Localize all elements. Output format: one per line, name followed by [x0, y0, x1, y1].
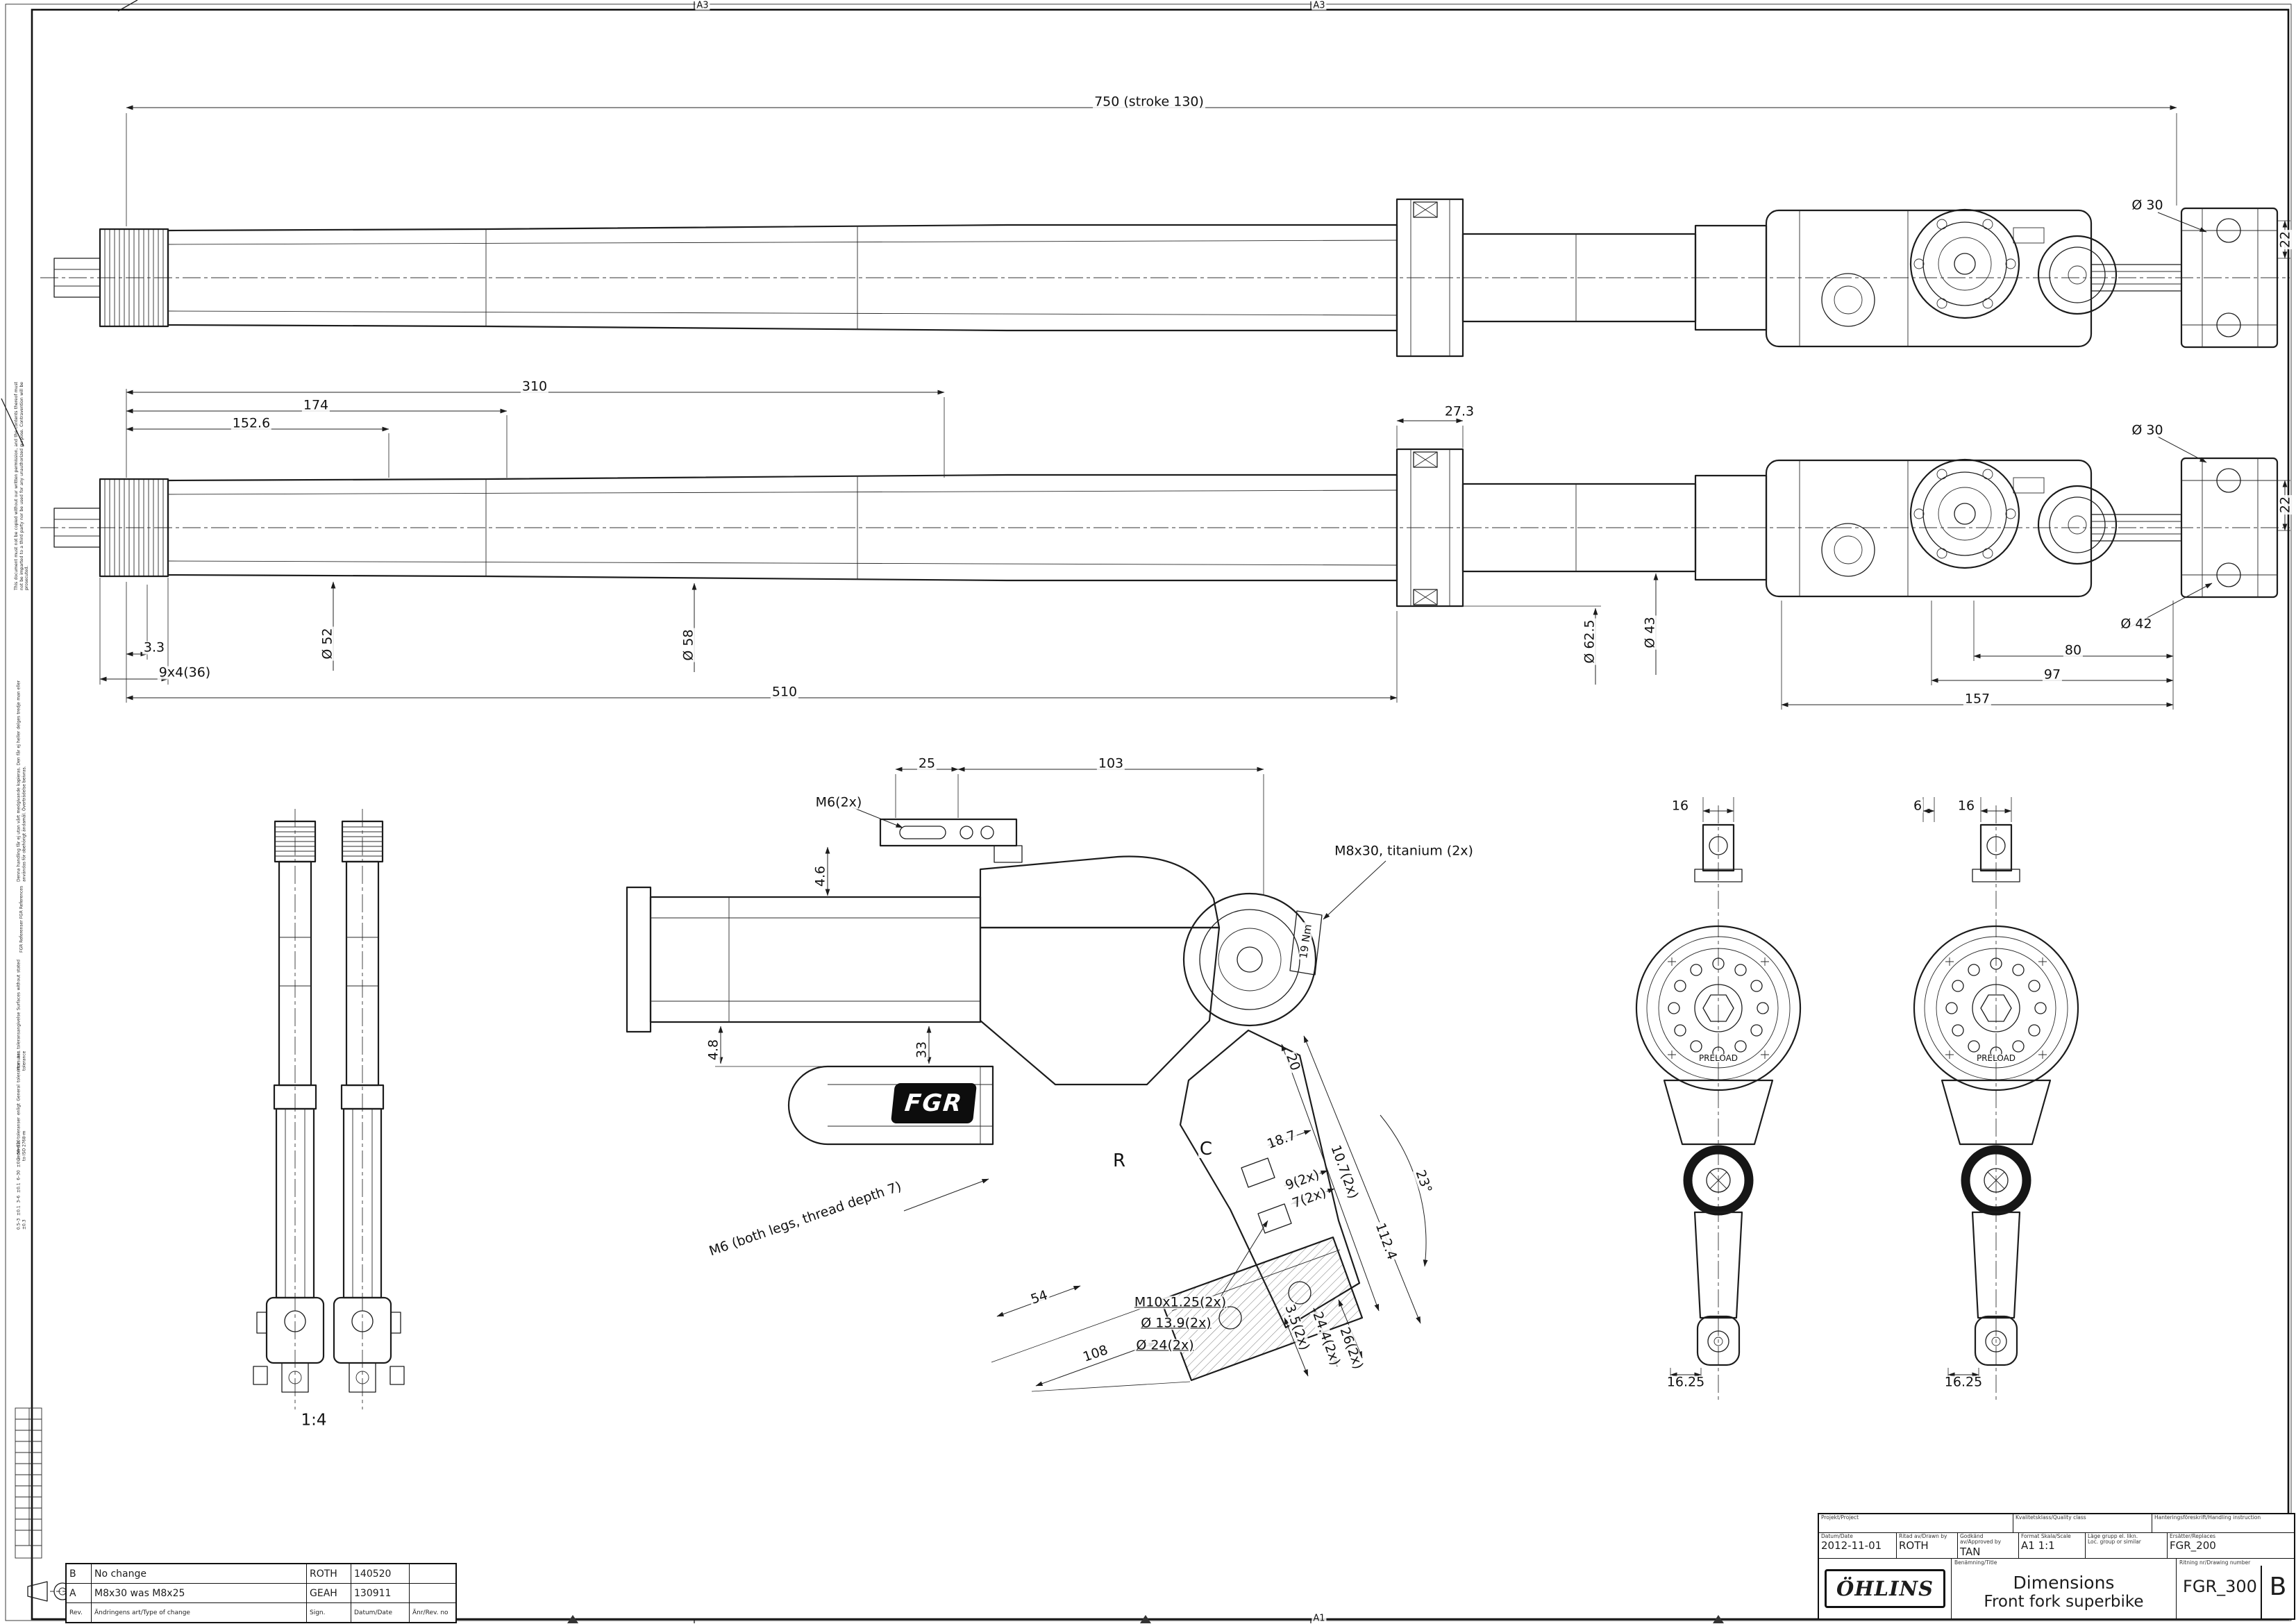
- rev-change: No change: [92, 1564, 307, 1583]
- replaces-value: FGR_200: [2170, 1539, 2216, 1552]
- dimension-label: M10x1.25(2x): [1132, 1294, 1228, 1310]
- drawn-by-cell: Ritad av/Drawn by ROTH: [1897, 1533, 1958, 1558]
- scale-cell: Format Skala/Scale A1 1:1: [2019, 1533, 2086, 1558]
- detail-view-fork-bottom: [626, 767, 1428, 1392]
- dimension-label: 16: [1670, 798, 1691, 814]
- dimension-label: 157: [1963, 691, 1992, 707]
- dimension-label: 25: [916, 755, 937, 771]
- front-view-legs: [253, 809, 405, 1409]
- drawing-title: Dimensions: [2013, 1573, 2115, 1593]
- rev-change: M8x30 was M8x25: [92, 1584, 307, 1602]
- dimension-label: 3.3: [142, 639, 167, 655]
- replaces-cell: Ersätter/Replaces FGR_200: [2168, 1533, 2294, 1558]
- revision-row-a: A M8x30 was M8x25 GEAH 130911: [67, 1584, 455, 1603]
- dimension-label: 9x4(36): [157, 664, 212, 680]
- dimension-label: Ø 30: [2130, 197, 2165, 213]
- revision-header-row: Rev. Ändringens art/Type of change Sign.…: [67, 1603, 455, 1622]
- location-group-cell: Läge grupp el. likn. Loc. group or simil…: [2086, 1533, 2168, 1558]
- dimension-label: 22: [2277, 229, 2293, 250]
- dimension-label: 97: [2042, 667, 2063, 683]
- revision-row-b: B No change ROTH 140520: [67, 1564, 455, 1584]
- dimension-label: M6(2x): [814, 794, 864, 810]
- dimensions-bottom-views: [1670, 797, 2012, 1379]
- drawn-by-value: ROTH: [1899, 1539, 1929, 1552]
- dimension-label: 4.8: [705, 1037, 721, 1062]
- drawing-title-cell: Benämning/Title Dimensions Front fork su…: [1952, 1559, 2177, 1618]
- rev-id: A: [67, 1584, 92, 1602]
- bottom-view-leg-right: [1914, 805, 2078, 1400]
- dimension-label: 152.6: [231, 415, 272, 431]
- margin-note: 0.5–3 ±0.1 3–6 ±0.1 6–30 ±0.2 30–120 ±0.…: [16, 1139, 27, 1230]
- dimension-label: M8x30, titanium (2x): [1333, 843, 1475, 859]
- dimension-label: Ø 62.5: [1582, 618, 1598, 665]
- dimension-label: Ø 43: [1642, 615, 1658, 650]
- ohlins-logo: ÖHLINS: [1824, 1569, 1946, 1608]
- dimension-label: 27.3: [1443, 403, 1476, 419]
- handling-label: Hanteringsföreskrift/Handling instructio…: [2154, 1514, 2261, 1521]
- fork-side-view-top: [39, 198, 2291, 358]
- margin-note: FGR Referenser FGR References: [19, 885, 24, 953]
- quality-label: Kvalitetsklass/Quality class: [2016, 1514, 2086, 1521]
- date-value: 2012-11-01: [1821, 1539, 1882, 1552]
- project-label: Projekt/Project: [1821, 1514, 1859, 1521]
- rev-sign: ROTH: [307, 1564, 351, 1583]
- title-block-handling-cell: Hanteringsföreskrift/Handling instructio…: [2152, 1514, 2294, 1532]
- fork-side-view-rotated: [39, 448, 2291, 608]
- drawing-subtitle: Front fork superbike: [1984, 1593, 2144, 1612]
- dimensions-second-view: [99, 389, 2290, 710]
- title-block-quality-cell: Kvalitetsklass/Quality class: [2013, 1514, 2152, 1532]
- drawing-number: FGR_300: [2183, 1577, 2257, 1597]
- dimensions-top-view: [126, 105, 2290, 259]
- margin-mini-table: [15, 1407, 42, 1559]
- dimension-label: 310: [520, 378, 549, 394]
- dimension-label: 6: [1911, 798, 1924, 814]
- drawing-number-cell: Ritning nr/Drawing number FGR_300 B: [2177, 1559, 2294, 1618]
- title-block: Projekt/Project Kvalitetsklass/Quality c…: [1818, 1513, 2295, 1620]
- date-cell: Datum/Date 2012-11-01: [1819, 1533, 1897, 1558]
- scale-label: 1:4: [299, 1411, 328, 1430]
- sheet-format-label: A3: [1312, 0, 1327, 11]
- dimension-label: 80: [2063, 642, 2084, 658]
- rev-date: 130911: [351, 1584, 410, 1602]
- margin-note: This document must not be copied without…: [13, 382, 29, 590]
- dimension-label: 16.25: [1943, 1374, 1984, 1390]
- margin-note: Denna handling får ej utan vårt medgivan…: [16, 680, 27, 882]
- scale-value: A1 1:1: [2021, 1539, 2055, 1552]
- cast-letter-c: C: [1198, 1139, 1214, 1160]
- dimension-label: Ø 24(2x): [1134, 1337, 1196, 1353]
- dimension-label: Ø 58: [680, 628, 696, 662]
- sheet-format-label: A1: [1312, 1613, 1327, 1624]
- dimension-label: Ø 42: [2119, 616, 2154, 632]
- dimension-label: 16.25: [1665, 1374, 1707, 1390]
- dimension-label: 16: [1956, 798, 1977, 814]
- rev-sign: GEAH: [307, 1584, 351, 1602]
- revision-table: B No change ROTH 140520 A M8x30 was M8x2…: [65, 1563, 457, 1623]
- approved-by-value: TAN: [1960, 1545, 1981, 1558]
- dimension-label: Ø 30: [2130, 422, 2165, 438]
- rev-no: [410, 1564, 455, 1583]
- approved-by-cell: Godkänd av/Approved by TAN: [1958, 1533, 2019, 1558]
- revision-letter: B: [2261, 1566, 2294, 1618]
- preload-label: PRELOAD: [1697, 1053, 1740, 1063]
- dimension-label: 750 (stroke 130): [1093, 94, 1205, 110]
- sheet-format-label: A3: [695, 0, 710, 11]
- company-logo-cell: ÖHLINS: [1819, 1559, 1952, 1618]
- dimension-label: 103: [1096, 755, 1125, 771]
- bottom-view-leg-left: [1636, 805, 1800, 1400]
- rev-no: [410, 1584, 455, 1602]
- dimension-label: Ø 52: [319, 626, 335, 661]
- cast-letter-r: R: [1111, 1150, 1128, 1171]
- title-block-project-cell: Projekt/Project: [1819, 1514, 2013, 1532]
- dimension-label: 22: [2277, 494, 2293, 515]
- dimension-label: 33: [914, 1039, 930, 1060]
- fgr-logo: FGR: [890, 1083, 978, 1123]
- rev-date: 140520: [351, 1564, 410, 1583]
- rev-id: B: [67, 1564, 92, 1583]
- dimension-label: 4.6: [812, 864, 828, 889]
- dimension-label: 510: [770, 684, 799, 700]
- preload-label: PRELOAD: [1975, 1053, 2018, 1063]
- dimension-label: 174: [301, 397, 330, 413]
- dimension-label: Ø 13.9(2x): [1139, 1315, 1213, 1331]
